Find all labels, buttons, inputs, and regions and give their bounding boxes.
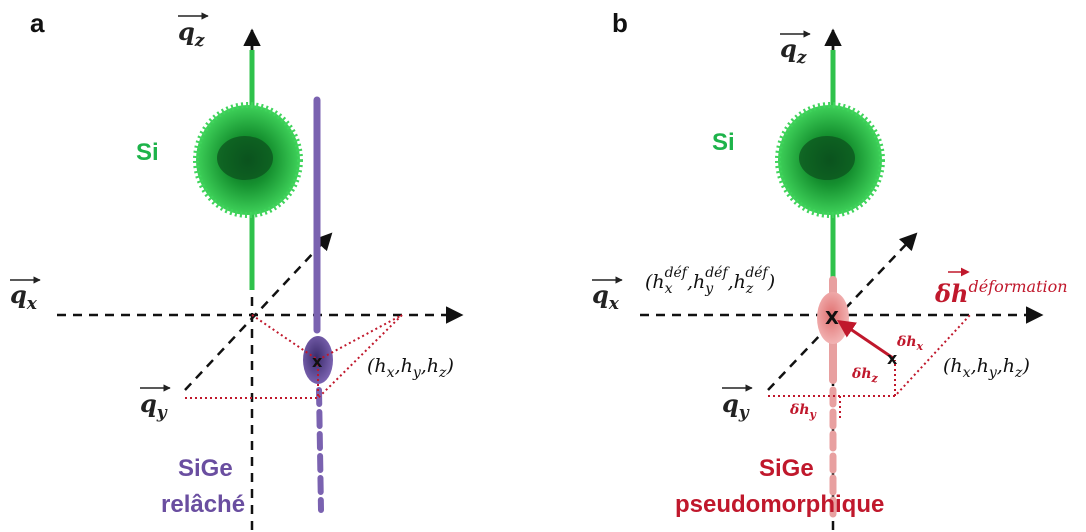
panel-b-delta-hz-label: δhz	[851, 366, 879, 385]
panel-b-qy-label: qy	[722, 384, 753, 423]
svg-text:qy: qy	[140, 389, 168, 423]
svg-text:qy: qy	[722, 389, 750, 423]
panel-b-sige-label-line2: pseudomorphique	[675, 491, 884, 518]
panel-a-sige-label-line2: relâché	[161, 491, 245, 518]
panel-b-sige-label-line1: SiGe	[759, 455, 814, 482]
panel-a-qx-label: qx	[10, 276, 41, 314]
panel-a-projection-upper	[251, 314, 403, 362]
panel-b-si-label: Si	[712, 129, 735, 156]
svg-text:qz: qz	[178, 17, 205, 51]
panel-b-delta-hy-label: δhy	[789, 402, 818, 421]
panel-b-strained-point-marker: X	[825, 308, 839, 329]
svg-text:qx: qx	[10, 280, 38, 314]
panel-b-relaxed-point-marker: x	[887, 349, 898, 368]
panel-b-deformed-coordinate-label: (hxdéf,hydéf,hzdéf)	[645, 265, 775, 297]
svg-text:qz: qz	[780, 34, 807, 68]
panel-b-delta-hx-label: δhx	[896, 334, 924, 353]
panel-a: a x qz qx	[10, 8, 464, 530]
panel-b-projection-lower	[768, 314, 971, 397]
panel-b-si-blob	[775, 50, 885, 290]
svg-text:qx: qx	[592, 280, 620, 314]
svg-text:δhdéformation: δhdéformation	[934, 277, 1068, 308]
panel-b-coordinate-label: (hx,hy,hz)	[943, 355, 1030, 381]
panel-b-qx-label: qx	[592, 276, 623, 314]
panel-a-coordinate-label: (hx,hy,hz)	[367, 355, 454, 381]
panel-a-qy-axis	[184, 232, 333, 391]
panel-b-letter: b	[612, 8, 628, 38]
panel-b-strain-vector	[837, 319, 894, 360]
panel-a-qz-label: qz	[178, 12, 209, 51]
panel-b-qz-label: qz	[780, 30, 811, 68]
panel-b: b X x qz	[592, 8, 1068, 530]
panel-a-si-label: Si	[136, 139, 159, 166]
panel-b-delta-h-deformation-label: δhdéformation	[934, 267, 1068, 308]
panel-a-qy-label: qy	[140, 384, 171, 423]
panel-b-qy-axis	[767, 232, 918, 391]
panel-a-letter: a	[30, 8, 45, 38]
panel-a-si-blob	[193, 50, 303, 290]
panel-a-sige-rod	[303, 96, 333, 513]
panel-a-sige-label-line1: SiGe	[178, 455, 233, 482]
panel-a-point-marker: x	[312, 352, 323, 371]
